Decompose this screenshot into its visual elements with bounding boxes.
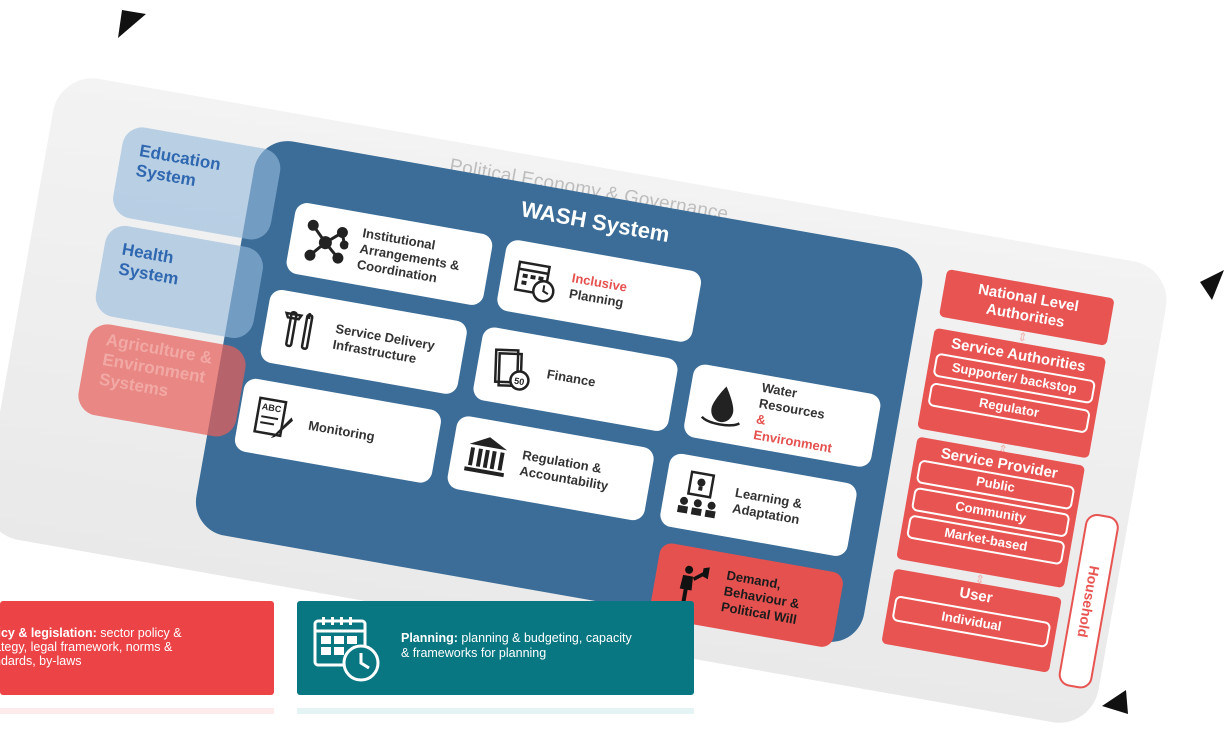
monitoring-text: Monitoring — [307, 417, 376, 445]
corner-mark-bottom-right — [1102, 690, 1128, 714]
tools-icon — [284, 310, 314, 350]
water-resources-text: Water Resources & Environment — [752, 379, 834, 456]
calendar-clock-icon — [513, 260, 555, 303]
learning-cell: Learning & Adaptation — [658, 451, 859, 558]
corner-mark-top-left — [118, 10, 146, 38]
finance-text: Finance — [545, 366, 597, 390]
finance-cell: 50 Finance — [471, 325, 680, 433]
megaphone-person-icon — [679, 565, 710, 604]
regulation-cell: Regulation & Accountability — [445, 414, 656, 523]
institutional-text: Institutional Arrangements & Coordinatio… — [355, 225, 461, 286]
idea-people-icon — [676, 470, 716, 519]
calendar-clock-icon — [313, 617, 380, 682]
learning-text: Learning & Adaptation — [731, 484, 804, 528]
abc-document-icon: ABC — [253, 396, 293, 439]
corner-mark-right — [1200, 270, 1224, 300]
wash-system-title: WASH System — [519, 196, 672, 248]
policy-card-shadow — [0, 708, 274, 714]
monitoring-cell: ABC Monitoring — [233, 376, 443, 485]
wash-system-diagram: Political Economy & Governance WASH Syst… — [0, 72, 1173, 729]
svg-text:50: 50 — [513, 376, 525, 388]
bank-icon — [463, 437, 508, 478]
water-drop-icon — [700, 386, 741, 427]
planning-card: Planning: planning & budgeting, capacity… — [297, 601, 694, 695]
wash-system-panel: WASH System Institutional Arrangements &… — [190, 135, 928, 649]
planning-card-shadow — [297, 708, 694, 714]
policy-legislation-card: licy & legislation: sector policy & ateg… — [0, 601, 274, 695]
demand-behaviour-cell: Demand, Behaviour & Political Will — [648, 541, 845, 649]
svg-text:ABC: ABC — [261, 401, 282, 414]
institutional-arrangements-cell: Institutional Arrangements & Coordinatio… — [284, 201, 495, 307]
inclusive-planning-cell: Inclusive Planning — [495, 238, 703, 344]
money-icon: 50 — [493, 348, 530, 391]
service-delivery-cell: Service Delivery Infrastructure — [258, 288, 469, 396]
water-resources-cell: Water Resources & Environment — [682, 362, 883, 469]
service-delivery-text: Service Delivery Infrastructure — [331, 320, 436, 367]
inclusive-planning-text: Inclusive Planning — [568, 270, 629, 311]
network-icon — [304, 219, 349, 264]
demand-text: Demand, Behaviour & Political Will — [719, 567, 801, 628]
regulation-text: Regulation & Accountability — [518, 447, 610, 494]
